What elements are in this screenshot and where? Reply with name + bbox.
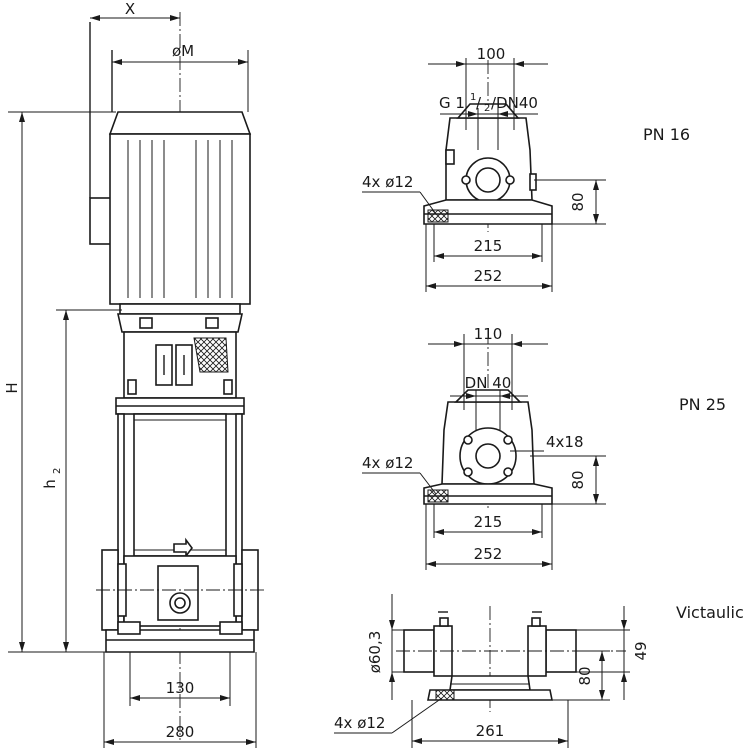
pn16-connection-g: G 1 <box>439 94 465 112</box>
dim-x-label: X <box>125 0 135 18</box>
pn16-connection-den: 2 <box>484 103 490 114</box>
victaulic-title: Victaulic <box>676 603 744 622</box>
dimension-base-280: 280 <box>103 652 257 748</box>
dim-motor-dia-label: øM <box>172 42 194 60</box>
victaulic-dimensions: ø60,3 49 80 4x ø12 261 <box>334 594 650 748</box>
victaulic-height-49: 49 <box>632 641 650 660</box>
victaulic-holes: 4x ø12 <box>334 714 385 732</box>
dimension-x: X <box>90 0 180 21</box>
pn25-flange-holes: 4x18 <box>546 433 584 451</box>
pn16-holes: 4x ø12 <box>362 173 413 191</box>
dim-130-label: 130 <box>166 679 195 697</box>
pn25-holes: 4x ø12 <box>362 454 413 472</box>
pn25-width-215: 215 <box>474 513 503 531</box>
pn25-side-view <box>423 330 553 508</box>
pn16-dimensions: 100 G 1 1 / 2 /DN40 4x ø12 80 215 252 <box>362 45 606 292</box>
pn25-height-80: 80 <box>569 470 587 489</box>
pn16-height-80: 80 <box>569 192 587 211</box>
pn16-width-100: 100 <box>477 45 506 63</box>
dimension-motor-diameter: øM <box>112 42 249 112</box>
dimension-height-total: H <box>3 111 116 653</box>
pn16-connection-num: 1 <box>470 92 476 103</box>
pump-front-view <box>89 12 264 740</box>
pn25-connection-dn: DN 40 <box>465 374 512 392</box>
victaulic-height-80: 80 <box>576 666 594 685</box>
victaulic-width-261: 261 <box>476 722 505 740</box>
pn16-width-215: 215 <box>474 237 503 255</box>
dimension-base-130: 130 <box>129 652 231 706</box>
pn25-dimensions: 110 DN 40 4x18 4x ø12 80 215 252 <box>362 325 606 570</box>
motor-cooling-ribs <box>127 140 233 298</box>
pn25-width-252: 252 <box>474 545 503 563</box>
dim-h2-label: h <box>41 479 59 489</box>
victaulic-view <box>396 606 626 712</box>
pn25-width-110: 110 <box>474 325 503 343</box>
victaulic-dia: ø60,3 <box>366 631 384 674</box>
svg-text:/: / <box>476 94 482 112</box>
dim-h2-subscript: 2 <box>52 468 63 474</box>
pn16-title: PN 16 <box>643 125 690 144</box>
dimension-height-h2: h 2 <box>41 309 122 653</box>
dim-h-label: H <box>3 382 21 393</box>
pn16-width-252: 252 <box>474 267 503 285</box>
pn25-title: PN 25 <box>679 395 726 414</box>
pn16-connection-dn: /DN40 <box>491 94 538 112</box>
pn16-side-view <box>423 60 553 232</box>
dim-280-label: 280 <box>166 723 195 741</box>
